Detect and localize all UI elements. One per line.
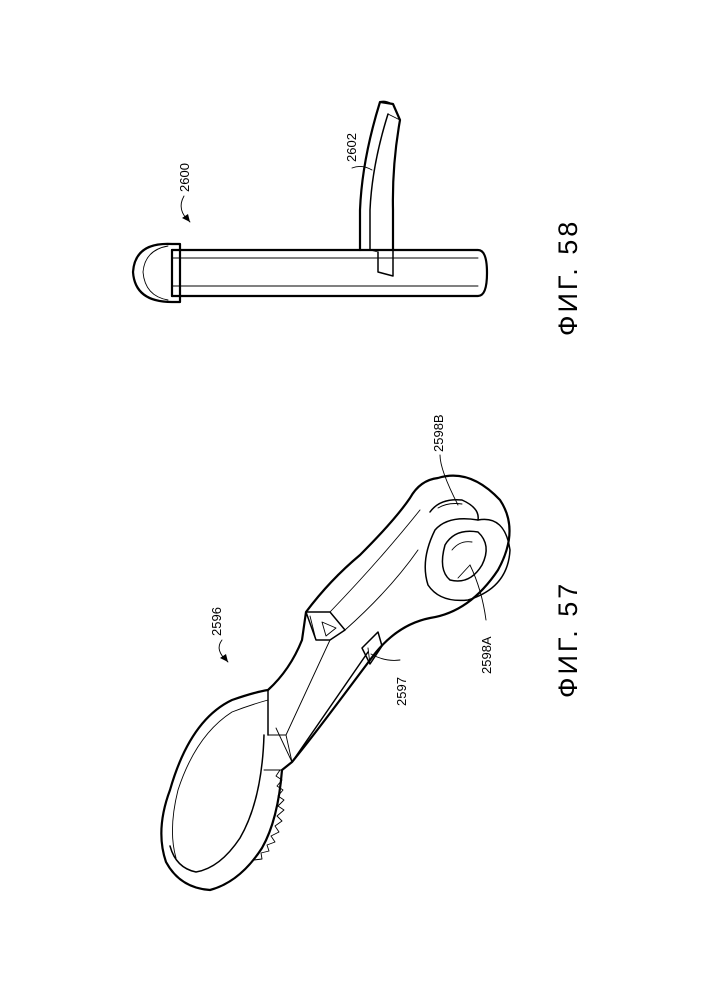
ref-label-2598b: 2598B: [431, 414, 446, 452]
ref-2596: 2596: [209, 607, 228, 662]
fig57-drawing: [161, 476, 510, 890]
pin-dome-cap: [133, 244, 180, 302]
figure-caption-58: ФИГ. 58: [553, 219, 583, 336]
ref-label-2596: 2596: [209, 607, 224, 636]
lever-body: [161, 476, 510, 890]
fig58-drawing: [133, 101, 487, 302]
ref-label-2598a: 2598A: [479, 636, 494, 674]
ref-label-2602: 2602: [344, 133, 359, 162]
pin-body: [172, 250, 487, 296]
ref-label-2597: 2597: [394, 677, 409, 706]
ref-2598b: 2598B: [431, 414, 458, 505]
ref-2600: 2600: [177, 163, 192, 222]
ref-2597: 2597: [371, 654, 409, 706]
figure-caption-57: ФИГ. 57: [553, 581, 583, 698]
ref-label-2600: 2600: [177, 163, 192, 192]
